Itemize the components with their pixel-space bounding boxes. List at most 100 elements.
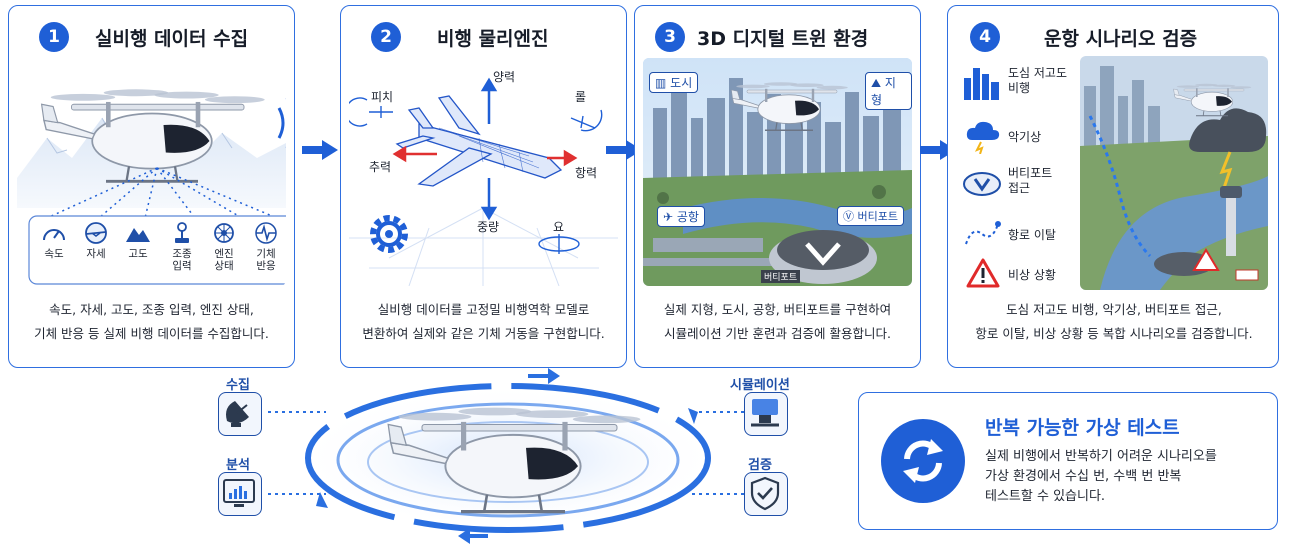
yaw-icon — [538, 234, 580, 254]
airplane-icon: ✈ — [663, 210, 674, 224]
flow-arrow-icon — [302, 140, 338, 160]
simulator-cockpit-icon — [744, 392, 788, 436]
loop-simulation-label: 시뮬레이션 — [730, 378, 790, 393]
panel-description: 실제 지형, 도시, 공항, 버티포트를 구현하여 시뮬레이션 기반 훈련과 검… — [645, 298, 910, 346]
drag-label: 항력 — [575, 166, 598, 180]
sensor-label: 고도 — [128, 248, 148, 260]
panel-title: 운항 시나리오 검증 — [1044, 28, 1198, 50]
virtual-test-title: 반복 가능한 가상 테스트 — [985, 417, 1180, 439]
scenario-vertiport-approach: 버티포트 접근 — [962, 164, 1080, 204]
sensor-label: 속도 — [44, 248, 64, 260]
refresh-icon — [881, 419, 965, 503]
step-number: 3 — [655, 22, 685, 52]
scenario-label: 항로 이탈 — [1008, 228, 1056, 242]
route-path-icon — [965, 221, 1001, 245]
engine-status-sensor: 엔진 상태 — [207, 222, 241, 272]
tag-label: 지형 — [871, 76, 896, 107]
scenario-label: 도심 저고도 비행 — [1008, 66, 1068, 95]
description-line: 가상 환경에서 수십 번, 수백 번 반복 — [985, 469, 1182, 484]
virtual-test-box: 반복 가능한 가상 테스트 실제 비행에서 반복하기 어려운 시나리오를 가상 … — [858, 392, 1278, 530]
aircraft-response-sensor: 기체 반응 — [249, 222, 283, 272]
panel-description: 실비행 데이터를 고정밀 비행역학 모델로 변환하여 실제와 같은 기체 거동을… — [351, 298, 616, 346]
analytics-monitor-icon — [218, 472, 262, 516]
terrain-icon: ⛰ — [871, 76, 882, 90]
vertiport-pad-icon — [963, 172, 1001, 196]
scenario-list: 도심 저고도 비행 악기상 버티포트 접근 항로 이탈 비상 상황 — [962, 60, 1080, 290]
panel-scenario-verification: 4 운항 시나리오 검증 도심 저고도 비행 악기상 버티포트 접근 항로 이탈… — [947, 5, 1279, 368]
description-line: 실비행 데이터를 고정밀 비행역학 모델로 — [377, 302, 590, 317]
step-number: 1 — [39, 22, 69, 52]
attitude-sensor: 자세 — [79, 222, 113, 260]
scenario-bad-weather: 악기상 — [962, 118, 1080, 158]
warning-icon — [966, 258, 1000, 288]
description-line: 항로 이탈, 비상 상황 등 복합 시나리오를 검증합니다. — [975, 326, 1253, 341]
data-collection-illustration: 속도 자세 고도 조종 입력 엔진 상태 기체 반응 — [17, 58, 286, 286]
description-line: 실제 지형, 도시, 공항, 버티포트를 구현하여 — [663, 302, 892, 317]
storm-cloud-icon — [966, 121, 1000, 154]
panel-description: 속도, 자세, 고도, 조종 입력, 엔진 상태, 기체 반응 등 실제 비행 … — [19, 298, 284, 346]
physics-engine-illustration: 양력 피치 롤 추력 항력 중량 요 — [349, 58, 618, 286]
weight-label: 중량 — [477, 220, 500, 234]
sensor-label: 자세 — [86, 248, 106, 260]
description-line: 변환하여 실제와 같은 기체 거동을 구현합니다. — [362, 326, 605, 341]
sensor-label: 기체 반응 — [256, 248, 276, 272]
pitch-label: 피치 — [371, 90, 394, 104]
satellite-dish-icon — [218, 392, 262, 436]
joystick-icon — [175, 222, 189, 243]
scenario-urban-low-altitude: 도심 저고도 비행 — [962, 60, 1080, 106]
tag-terrain: ⛰ 지형 — [865, 72, 912, 110]
panel-data-collection: 1 실비행 데이터 수집 속도 자세 — [8, 5, 295, 368]
engine-icon — [214, 223, 234, 243]
yaw-label: 요 — [553, 220, 565, 234]
vertiport-icon: Ⓥ — [843, 210, 854, 223]
speedometer-icon — [43, 229, 65, 241]
vertiport-sign: 버티포트 — [761, 270, 801, 283]
virtual-test-description: 실제 비행에서 반복하기 어려운 시나리오를 가상 환경에서 수십 번, 수백 … — [985, 447, 1217, 507]
roll-icon — [570, 109, 603, 132]
panel-title: 3D 디지털 트윈 환경 — [697, 28, 869, 50]
mountain-icon — [126, 228, 150, 242]
speed-sensor: 속도 — [37, 222, 71, 260]
description-line: 실제 비행에서 반복하기 어려운 시나리오를 — [985, 449, 1217, 464]
scenario-city-illustration — [1080, 56, 1268, 290]
control-input-sensor: 조종 입력 — [165, 222, 199, 272]
panel-description: 도심 저고도 비행, 악기상, 버티포트 접근, 항로 이탈, 비상 상황 등 … — [958, 298, 1270, 346]
tag-label: 공항 — [676, 210, 699, 224]
panel-physics-engine: 2 비행 물리엔진 — [340, 5, 627, 368]
description-line: 도심 저고도 비행, 악기상, 버티포트 접근, — [1006, 302, 1222, 317]
attitude-indicator-icon — [85, 222, 107, 244]
gear-icon — [370, 215, 408, 253]
pitch-icon — [349, 97, 393, 127]
iteration-loop: 수집 분석 시뮬레이션 검증 — [208, 368, 808, 546]
flow-arrow-icon — [606, 140, 642, 160]
lift-label: 양력 — [493, 70, 516, 84]
city-buildings-icon — [964, 68, 999, 100]
description-line: 테스트할 수 있습니다. — [985, 489, 1106, 504]
city-icon: ▥ — [655, 76, 667, 90]
tag-label: 버티포트 — [857, 210, 898, 223]
step-number: 4 — [970, 22, 1000, 52]
loop-collect-label: 수집 — [226, 378, 250, 393]
sensor-row: 속도 자세 고도 조종 입력 엔진 상태 기체 반응 — [31, 220, 286, 282]
scenario-label: 악기상 — [1008, 130, 1042, 144]
tag-city: ▥ 도시 — [649, 72, 699, 93]
loop-analyze-label: 분석 — [226, 458, 250, 473]
description-line: 기체 반응 등 실제 비행 데이터를 수집합니다. — [34, 326, 269, 341]
panel-title: 비행 물리엔진 — [437, 28, 549, 50]
roll-label: 롤 — [575, 90, 587, 104]
tag-airport: ✈ 공항 — [657, 206, 705, 227]
tag-label: 도시 — [670, 76, 693, 90]
thrust-label: 추력 — [369, 160, 392, 174]
scenario-label: 비상 상황 — [1008, 268, 1056, 282]
scenario-label: 버티포트 접근 — [1008, 166, 1053, 195]
scenario-route-deviation: 항로 이탈 — [962, 218, 1080, 248]
panel-digital-twin: 3 3D 디지털 트윈 환경 ▥ 도시 ⛰ 지형 — [634, 5, 921, 368]
description-line: 속도, 자세, 고도, 조종 입력, 엔진 상태, — [49, 302, 254, 317]
sensor-label: 조종 입력 — [172, 248, 192, 272]
shield-check-icon — [744, 472, 788, 516]
step-number: 2 — [371, 22, 401, 52]
panel-title: 실비행 데이터 수집 — [95, 28, 249, 50]
loop-verify-label: 검증 — [748, 458, 772, 473]
altitude-sensor: 고도 — [121, 222, 155, 260]
description-line: 시뮬레이션 기반 훈련과 검증에 활용합니다. — [664, 326, 891, 341]
